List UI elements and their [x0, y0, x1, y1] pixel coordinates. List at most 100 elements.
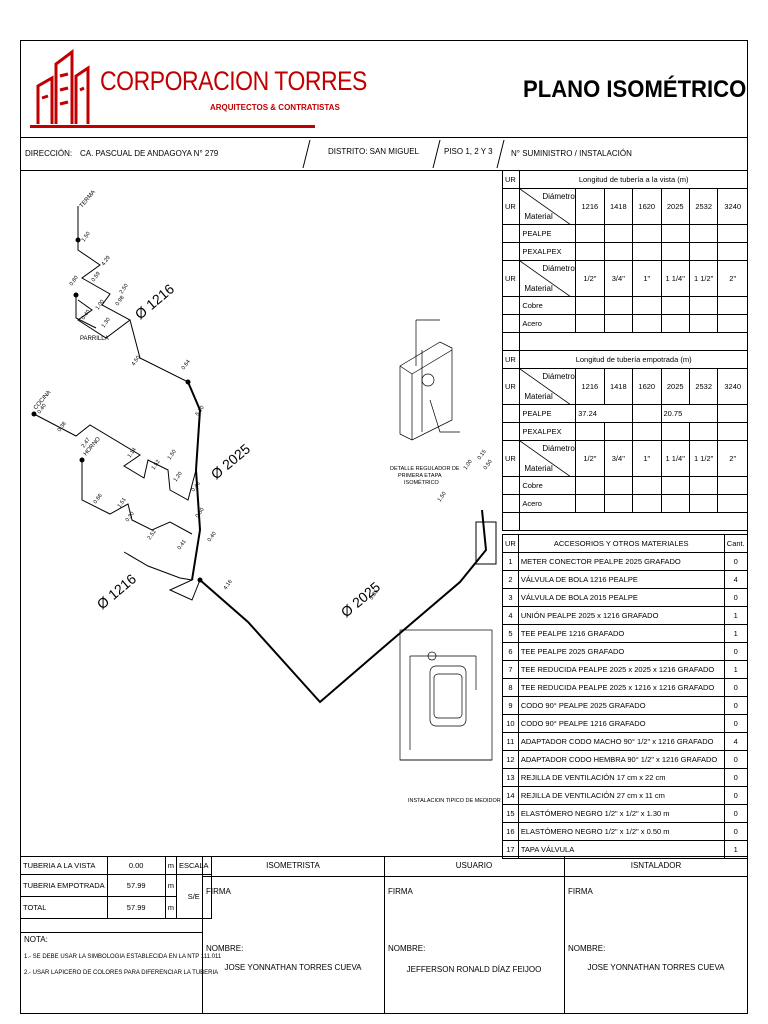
- accesorio-quantity: 0: [723, 804, 749, 823]
- pipe-branch: [75, 295, 97, 329]
- empotrada-total-label: TUBERIA EMPOTRADA: [20, 874, 108, 897]
- diametro-material-header: Diámetro Material: [519, 440, 577, 477]
- dimension-label: 0.80: [69, 275, 80, 287]
- diam-label: Diámetro: [542, 264, 575, 273]
- suministro-label: N° SUMINISTRO / INSTALACIÓN: [511, 149, 632, 158]
- dimension-label: 1.20: [173, 471, 184, 483]
- instalador-name: JOSE YONNATHAN TORRES CUEVA: [587, 963, 725, 972]
- pipe-cocina: [33, 413, 197, 501]
- dimension-label: 2.47: [81, 437, 92, 449]
- ur-label: UR: [502, 534, 519, 553]
- vista-title: Longitud de tubería a la vista (m): [519, 170, 748, 189]
- dimension-label: 0.98: [115, 295, 126, 307]
- pipe-terma: [77, 216, 189, 383]
- size-cell: 1418: [603, 188, 634, 225]
- accesorio-number: 15: [502, 804, 519, 823]
- size-cell: 3/4": [603, 440, 634, 477]
- divider: [20, 932, 202, 933]
- dimension-label: 1.00: [463, 459, 474, 471]
- accesorios-title: ACCESORIOS Y OTROS MATERIALES: [517, 534, 725, 553]
- direccion-value: CA. PASCUAL DE ANDAGOYA N° 279: [80, 149, 219, 158]
- accesorio-number: 13: [502, 768, 519, 787]
- material-row-label: PEXALPEX: [519, 422, 577, 441]
- ur-label: UR: [501, 170, 521, 189]
- usuario-name: JEFFERSON RONALD DÍAZ FEIJOO: [406, 965, 542, 974]
- accesorio-name: VÁLVULA DE BOLA 2015 PEALPE: [517, 588, 725, 607]
- dimension-label: 2.52: [147, 529, 158, 541]
- dimension-label: 0.41: [177, 539, 188, 551]
- dimension-label: 1.50: [167, 449, 178, 461]
- material-row-label: Cobre: [519, 476, 577, 495]
- accesorio-quantity: 0: [723, 588, 749, 607]
- unit-label: m: [164, 874, 177, 897]
- accesorio-name: TEE REDUCIDA PEALPE 2025 x 2025 x 1216 G…: [517, 660, 725, 679]
- dimension-label: 1.51: [117, 497, 128, 509]
- accesorio-quantity: 0: [723, 552, 749, 571]
- total-label: TOTAL: [20, 896, 108, 919]
- accesorio-quantity: 0: [723, 696, 749, 715]
- divider: [202, 856, 203, 1014]
- accesorio-quantity: 0: [723, 642, 749, 661]
- size-cell: 1 1/4": [660, 260, 690, 297]
- total-value: 57.99: [106, 896, 166, 919]
- vista-total-value: 0.00: [106, 856, 166, 875]
- accesorio-quantity: 1: [723, 624, 749, 643]
- divider: [20, 137, 748, 138]
- empotrada-total-value: 57.99: [106, 874, 166, 897]
- point-label: TERMA: [79, 189, 97, 209]
- accesorio-number: 2: [502, 570, 519, 589]
- dimension-label: 1.50: [81, 231, 92, 243]
- accesorio-name: METER CONECTOR PEALPE 2025 GRAFADO: [517, 552, 725, 571]
- accesorio-quantity: 1: [723, 606, 749, 625]
- material-row-label: PEXALPEX: [519, 242, 577, 261]
- accesorio-name: TAPA VÁLVULA: [517, 840, 725, 859]
- accesorio-name: ADAPTADOR CODO MACHO 90° 1/2" x 1216 GRA…: [517, 732, 725, 751]
- pipe-branch: [77, 299, 131, 339]
- size-cell: 1": [632, 440, 662, 477]
- accesorio-number: 8: [502, 678, 519, 697]
- diametro-material-header: Diámetro Material: [519, 260, 577, 297]
- divider: [202, 876, 748, 877]
- diametro-material-header: Diámetro Material: [519, 368, 577, 405]
- accesorio-quantity: 0: [723, 822, 749, 841]
- accesorio-name: UNIÓN PEALPE 2025 x 1216 GRAFADO: [517, 606, 725, 625]
- size-cell: 1 1/2": [688, 440, 719, 477]
- size-cell: 2025: [660, 368, 690, 405]
- size-cell: 1620: [632, 368, 662, 405]
- accesorio-number: 12: [502, 750, 519, 769]
- dimension-label: 0.40: [37, 403, 48, 415]
- piso-value: PISO 1, 2 Y 3: [444, 147, 493, 156]
- detail-caption: ISOMÉTRICO: [404, 479, 440, 486]
- accesorio-quantity: 4: [723, 732, 749, 751]
- dimension-label: 0.40: [81, 309, 92, 321]
- meter-box: [475, 521, 497, 565]
- dimension-label: 5.20: [195, 405, 206, 417]
- nombre-label: NOMBRE:: [568, 944, 606, 953]
- divider: [20, 170, 748, 171]
- dimension-label: 5.85: [369, 589, 380, 601]
- size-cell: 2": [717, 440, 748, 477]
- distrito-value: DISTRITO: SAN MIGUEL: [328, 147, 419, 156]
- company-name: CORPORACION TORRES: [100, 66, 367, 96]
- dimension-label: 4.50: [131, 355, 142, 367]
- size-cell: 2": [717, 260, 748, 297]
- firma-label: FIRMA: [388, 887, 413, 896]
- pipe-label: Ø 2025: [208, 440, 254, 482]
- nota-line: 1.- SE DEBE USAR LA SIMBOLOGIA ESTABLECI…: [24, 954, 222, 960]
- pipe-horno: [81, 460, 193, 535]
- accesorio-quantity: 0: [723, 714, 749, 733]
- firma-label: FIRMA: [206, 887, 231, 896]
- size-cell: 1418: [603, 368, 634, 405]
- accesorio-name: REJILLA DE VENTILACIÓN 17 cm x 22 cm: [517, 768, 725, 787]
- dimension-label: 0.59: [91, 271, 102, 283]
- footer-left-table: TUBERIA A LA VISTA 0.00 m ESCALA TUBERIA…: [20, 856, 212, 919]
- accesorio-quantity: 0: [723, 678, 749, 697]
